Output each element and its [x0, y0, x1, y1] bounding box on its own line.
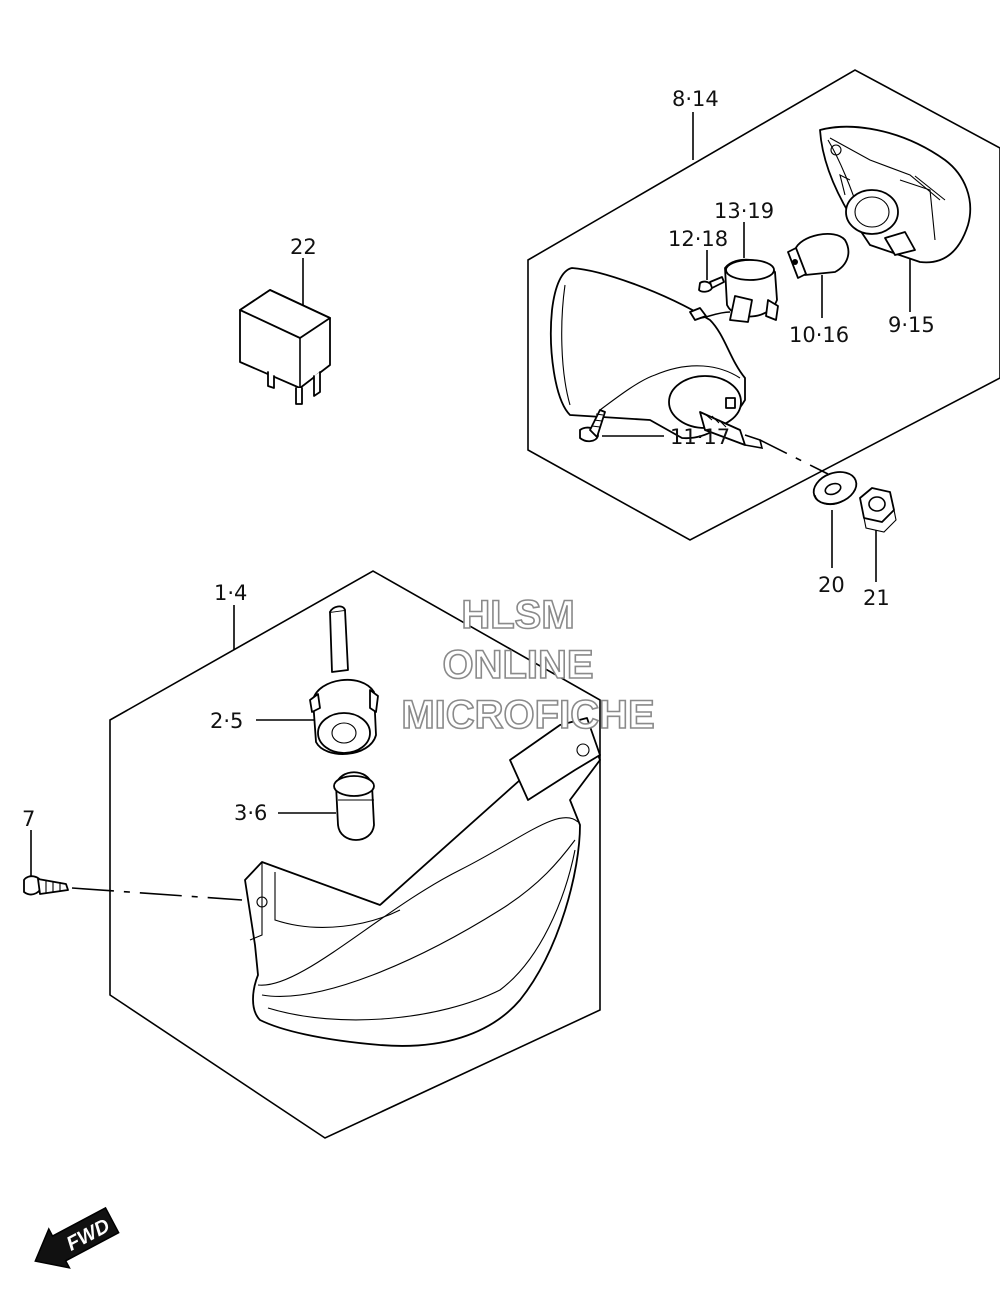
- label-20: 20: [818, 573, 845, 597]
- hex-nut: [859, 487, 897, 533]
- label-9-15: 9·15: [888, 313, 935, 337]
- label-3-6: 3·6: [234, 801, 267, 825]
- tail-lamp-bulb: [333, 771, 375, 841]
- label-12-18: 12·18: [668, 227, 728, 251]
- turn-signal-assembly-frame: [527, 69, 1000, 541]
- washer: [812, 471, 858, 506]
- lamp-socket-with-wire: [309, 605, 379, 755]
- arrow-left-icon: [34, 1206, 120, 1269]
- turn-signal-bulb: [787, 233, 850, 279]
- mounting-screw: [579, 409, 606, 443]
- tapping-screw: [23, 875, 69, 896]
- forward-direction-badge: FWD: [34, 1206, 120, 1269]
- label-22: 22: [290, 235, 317, 259]
- small-screw: [698, 276, 725, 293]
- watermark-line-3: MICROFICHE: [401, 693, 654, 737]
- label-8-14: 8·14: [672, 87, 719, 111]
- rear-lamp-assembly-frame: [109, 570, 601, 1139]
- label-11-17: 11·17: [670, 425, 730, 449]
- watermark-line-2: ONLINE: [442, 643, 593, 687]
- label-10-16: 10·16: [789, 323, 849, 347]
- rear-lamp-housing: [244, 717, 601, 1047]
- label-13-19: 13·19: [714, 199, 774, 223]
- watermark-line-1: HLSM: [461, 593, 574, 637]
- turn-signal-housing: [549, 267, 764, 450]
- label-21: 21: [863, 586, 890, 610]
- bulb-socket: [699, 258, 779, 323]
- label-7: 7: [22, 807, 35, 831]
- relay: [239, 289, 331, 405]
- label-2-5: 2·5: [210, 709, 243, 733]
- turn-signal-lens: [819, 125, 972, 264]
- label-1-4: 1·4: [214, 581, 247, 605]
- leader-lines: [30, 112, 911, 901]
